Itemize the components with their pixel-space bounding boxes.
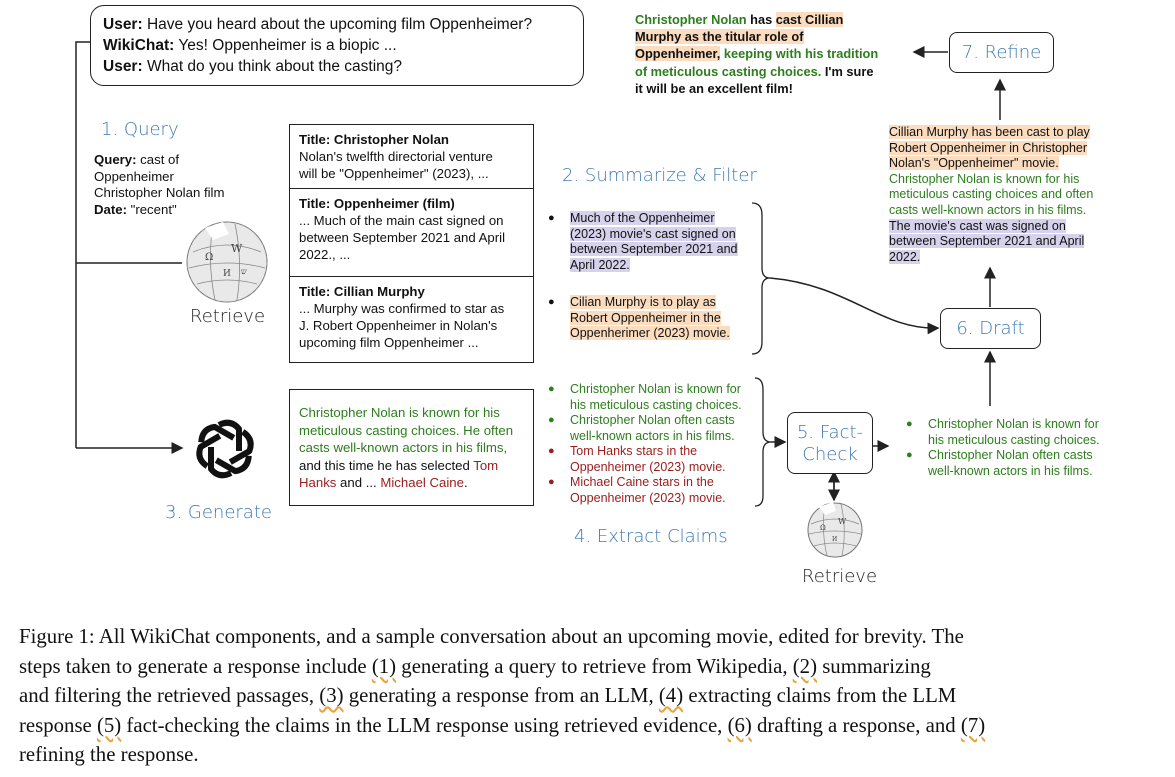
conversation-box: User: Have you heard about the upcoming … — [90, 5, 584, 86]
svg-text:ש: ש — [241, 267, 247, 276]
retrieved-doc: Title: Christopher Nolan Nolan's twelfth… — [290, 125, 533, 189]
step-summarize-label: 2. Summarize & Filter — [562, 165, 757, 186]
claim-item: ● Michael Caine stars in the Oppenheimer… — [548, 475, 726, 505]
svg-text:И: И — [832, 536, 837, 543]
refine-node: 7. Refine — [949, 32, 1054, 73]
refined-response: Christopher Nolan has cast Cillian Murph… — [635, 12, 879, 96]
generated-response-box: Christopher Nolan is known for his metic… — [289, 389, 534, 506]
speaker-user: User: — [103, 16, 143, 33]
svg-text:Ω: Ω — [205, 252, 213, 263]
figure-caption: Figure 1: All WikiChat components, and a… — [19, 625, 986, 766]
summary-item: ● Much of the Oppenheimer (2023) movie's… — [548, 211, 738, 272]
summary-item: ● Cilian Murphy is to play as Robert Opp… — [548, 295, 730, 340]
retrieved-docs-panel: Title: Christopher Nolan Nolan's twelfth… — [289, 124, 534, 363]
draft-text: Cillian Murphy has been cast to play Rob… — [889, 125, 1094, 264]
claim-item: ● Tom Hanks stars in the Oppenheimer (20… — [548, 444, 726, 474]
connector-layer — [75, 41, 1006, 507]
summary-brace — [751, 202, 771, 355]
speaker-user: User: — [103, 58, 143, 75]
speaker-wikichat: WikiChat: — [103, 37, 175, 54]
retrieved-doc: Title: Oppenheimer (film) ... Much of th… — [290, 189, 533, 277]
step-extract-label: 4. Extract Claims — [574, 526, 728, 547]
svg-text:W: W — [231, 242, 243, 255]
conversation-line-1: User: Have you heard about the upcoming … — [103, 14, 571, 35]
svg-text:И: И — [223, 269, 231, 279]
query-details: Query: cast of Oppenheimer Christopher N… — [94, 152, 225, 217]
claim-item: ● Christopher Nolan often casts well-kno… — [548, 413, 735, 443]
claim-item: ● Christopher Nolan is known for his met… — [548, 382, 742, 412]
conversation-line-2: WikiChat: Yes! Oppenheimer is a biopic .… — [103, 35, 571, 56]
retrieve-label-bottom: Retrieve — [802, 566, 878, 587]
wikipedia-globe-icon: Ω W И ש — [186, 221, 268, 303]
utterance: Yes! Oppenheimer is a biopic ... — [174, 37, 397, 54]
utterance: Have you heard about the upcoming film O… — [142, 16, 533, 33]
spine-line — [75, 41, 92, 448]
draft-node: 6. Draft — [940, 308, 1041, 349]
verified-claim-item: ● Christopher Nolan is known for his met… — [906, 417, 1100, 447]
arrow-summary-to-draft — [769, 277, 940, 335]
claims-brace — [754, 377, 772, 507]
step-query-label: 1. Query — [101, 119, 179, 140]
verified-claim-item: ● Christopher Nolan often casts well-kno… — [906, 448, 1093, 478]
step-generate-label: 3. Generate — [165, 502, 272, 523]
svg-text:W: W — [838, 517, 847, 526]
retrieved-doc: Title: Cillian Murphy ... Murphy was con… — [299, 284, 505, 350]
wikipedia-globe-icon: Ω W И — [807, 502, 863, 558]
utterance: What do you think about the casting? — [142, 58, 403, 75]
factcheck-node: 5. Fact- Check — [787, 412, 873, 474]
svg-text:Ω: Ω — [820, 524, 826, 532]
openai-logo-icon — [196, 419, 254, 479]
conversation-line-3: User: What do you think about the castin… — [103, 56, 571, 77]
retrieve-label-left: Retrieve — [190, 306, 266, 327]
